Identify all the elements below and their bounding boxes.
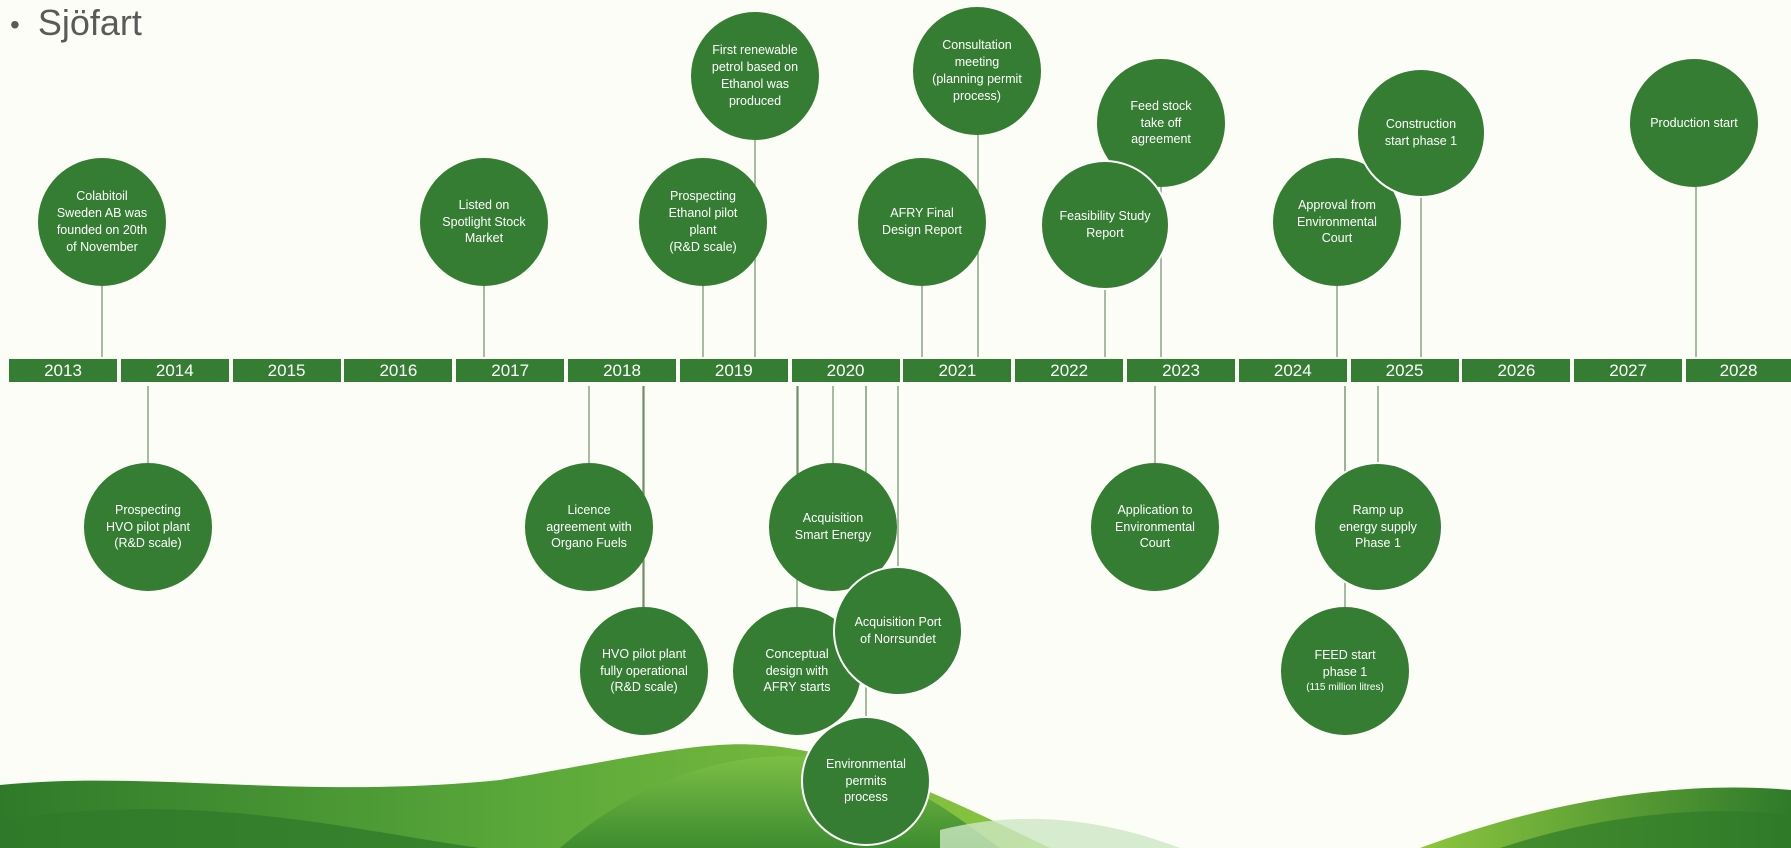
milestone-spotlight: Listed on Spotlight Stock Market [420,158,548,286]
milestone-text: Prospecting Ethanol pilot plant (R&D sca… [668,189,738,254]
year-label-2025: 2025 [1350,359,1459,382]
milestone-text: Environmental permits process [826,756,906,805]
year-label-2026: 2026 [1462,359,1571,382]
milestone-text: Acquisition Smart Energy [794,511,872,542]
year-label-2017: 2017 [456,359,565,382]
milestone-text: Colabitoil Sweden AB was founded on 20th… [56,189,148,254]
milestone-construction: Construction start phase 1 [1356,68,1486,198]
year-label-2013: 2013 [9,359,117,382]
bullet-marker: • [10,9,20,41]
year-label-2021: 2021 [903,359,1012,382]
milestone-application: Application to Environmental Court [1091,463,1219,591]
milestone-hvo-prospect: Prospecting HVO pilot plant (R&D scale) [84,463,212,591]
section-heading-text: Sjöfart [37,2,142,43]
year-label-2022: 2022 [1015,359,1124,382]
milestone-colabitoil: Colabitoil Sweden AB was founded on 20th… [38,158,166,286]
milestone-text: AFRY Final Design Report [882,206,962,237]
milestone-feed-start: FEED start phase 1 (115 million litres) [1281,607,1409,735]
year-label-2028: 2028 [1686,359,1791,382]
milestone-consultation: Consultation meeting (planning permit pr… [913,7,1041,135]
section-heading: • Sjöfart [10,2,142,44]
milestone-feasibility: Feasibility Study Report [1040,160,1170,290]
milestone-text: Approval from Environmental Court [1297,197,1377,246]
year-label-2019: 2019 [679,359,788,382]
milestone-text: Feed stock take off agreement [1130,98,1192,147]
year-label-2015: 2015 [232,359,341,382]
milestone-text: Licence agreement with Organo Fuels [546,502,632,551]
milestone-text: Production start [1650,115,1738,130]
milestone-text: Prospecting HVO pilot plant (R&D scale) [105,502,191,551]
milestone-port: Acquisition Port of Norrsundet [833,566,963,696]
milestone-ramp-up: Ramp up energy supply Phase 1 [1313,462,1443,592]
milestone-ethanol-pilot: Prospecting Ethanol pilot plant (R&D sca… [639,158,767,286]
milestone-first-petrol: First renewable petrol based on Ethanol … [691,12,819,140]
milestone-text: Consultation meeting (planning permit pr… [932,38,1022,103]
year-label-2020: 2020 [791,359,900,382]
year-label-2024: 2024 [1238,359,1347,382]
milestone-text: Feasibility Study Report [1059,209,1151,240]
milestone-afry-final: AFRY Final Design Report [858,158,986,286]
milestone-note: (115 million litres) [1306,682,1384,694]
milestone-env-permits: Environmental permits process [801,716,931,846]
milestone-conceptual: Conceptual design with AFRY starts [733,607,861,735]
milestone-production: Production start [1630,59,1758,187]
milestone-text: Ramp up energy supply Phase 1 [1339,502,1417,551]
year-label-2016: 2016 [344,359,453,382]
milestone-hvo-operational: HVO pilot plant fully operational (R&D s… [580,607,708,735]
year-label-2027: 2027 [1574,359,1683,382]
milestone-licence: Licence agreement with Organo Fuels [525,463,653,591]
milestone-text: Conceptual design with AFRY starts [763,646,831,695]
year-label-2014: 2014 [120,359,229,382]
milestone-text: Construction start phase 1 [1384,117,1458,148]
milestone-text: Listed on Spotlight Stock Market [442,197,526,246]
milestone-text: Application to Environmental Court [1115,502,1195,551]
milestone-text: First renewable petrol based on Ethanol … [711,43,799,108]
milestone-text: HVO pilot plant fully operational (R&D s… [600,646,688,695]
milestone-text: Acquisition Port of Norrsundet [854,615,942,646]
year-label-2018: 2018 [568,359,676,382]
year-label-2023: 2023 [1127,359,1235,382]
milestone-text: FEED start phase 1 [1314,648,1376,680]
